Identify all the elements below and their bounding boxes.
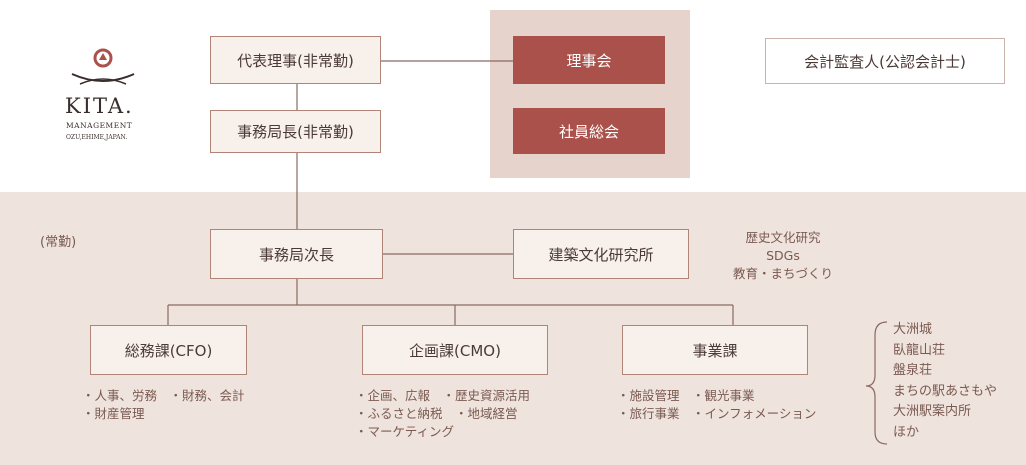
general-affairs-items: ・人事、労務 ・財務、会計 ・財産管理 — [82, 387, 245, 423]
general-meeting-box: 社員総会 — [513, 108, 665, 154]
planning-box: 企画課(CMO) — [362, 325, 548, 375]
list-item: ・施設管理 ・観光事業 — [617, 388, 755, 403]
institute-notes: 歴史文化研究 SDGs 教育・まちづくり — [728, 229, 838, 283]
facilities-list: 大洲城 臥龍山荘 盤泉荘 まちの駅あさもや 大洲駅案内所 ほか — [893, 320, 997, 443]
auditor-box: 会計監査人(公認会計士) — [765, 38, 1005, 84]
facility-item: 盤泉荘 — [893, 363, 933, 378]
general-affairs-box: 総務課(CFO) — [90, 325, 247, 375]
business-items: ・施設管理 ・観光事業 ・旅行事業 ・インフォメーション — [617, 387, 816, 423]
facility-item: まちの駅あさもや — [893, 383, 998, 399]
logo-location: OZU,EHIME,JAPAN. — [66, 134, 128, 141]
facility-item: 大洲城 — [893, 322, 933, 337]
planning-items: ・企画、広報 ・歴史資源活用 ・ふるさと納税 ・地域経営 ・マーケティング — [355, 387, 530, 441]
logo: KITA. MANAGEMENT OZU,EHIME,JAPAN. — [60, 40, 170, 160]
logo-subtitle: MANAGEMENT — [66, 121, 133, 130]
architecture-institute-box: 建築文化研究所 — [513, 229, 689, 279]
institute-note-education: 教育・まちづくり — [732, 266, 833, 281]
list-item: ・旅行事業 ・インフォメーション — [617, 406, 817, 421]
list-item: ・マーケティング — [355, 424, 455, 439]
fulltime-label: (常勤) — [40, 235, 77, 250]
list-item: ・財産管理 — [82, 406, 145, 421]
board-box: 理事会 — [513, 36, 665, 84]
representative-director-box: 代表理事(非常勤) — [210, 36, 381, 84]
secretary-general-box: 事務局長(非常勤) — [210, 110, 381, 153]
institute-note-sdgs: SDGs — [766, 248, 800, 263]
business-box: 事業課 — [622, 325, 808, 375]
facility-item: 大洲駅案内所 — [893, 404, 972, 419]
institute-note-history: 歴史文化研究 — [745, 230, 821, 245]
facility-item: 臥龍山荘 — [893, 342, 946, 358]
logo-mark-icon — [71, 48, 135, 85]
facility-item: ほか — [893, 424, 920, 440]
list-item: ・人事、労務 ・財務、会計 — [82, 388, 245, 403]
deputy-secretary-general-box: 事務局次長 — [210, 229, 383, 279]
list-item: ・ふるさと納税 ・地域経営 — [355, 406, 518, 421]
list-item: ・企画、広報 ・歴史資源活用 — [355, 388, 531, 403]
logo-name: KITA. — [65, 94, 134, 118]
